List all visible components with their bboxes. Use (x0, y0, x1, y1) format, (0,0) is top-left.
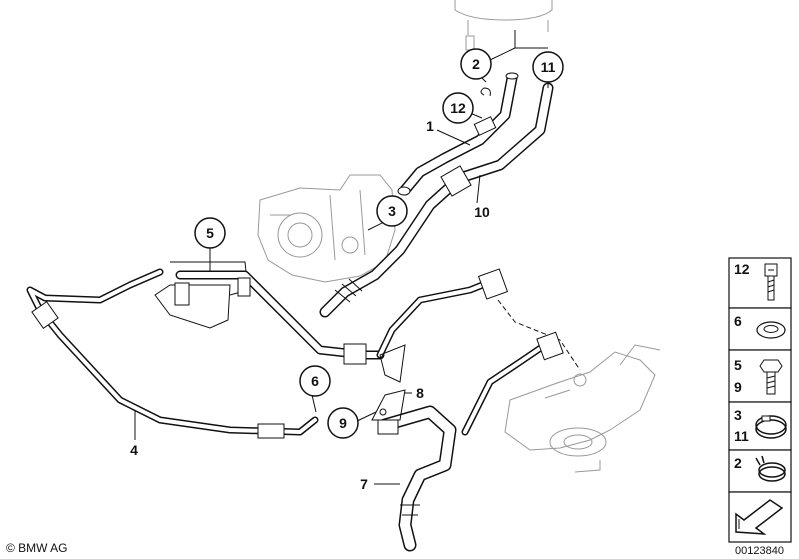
callout-12: 12 (442, 92, 474, 124)
callout-6-label: 6 (311, 373, 319, 389)
steering-gear (504, 344, 661, 473)
callout-8: 8 (416, 385, 424, 401)
callout-10: 10 (474, 204, 490, 220)
callout-7: 7 (360, 476, 368, 492)
hose-10 (319, 82, 554, 318)
callout-2: 2 (460, 48, 492, 80)
callout-10-label: 10 (474, 204, 490, 220)
callout-1: 1 (426, 118, 434, 134)
spring-clip-icon (755, 455, 786, 482)
callout-11-label: 11 (541, 59, 556, 75)
diagram-number: 00123840 (735, 545, 784, 557)
washer-icon (756, 321, 786, 339)
legend-row-5-9-label-a: 5 (734, 357, 742, 373)
copyright-text: © BMW AG (6, 541, 68, 555)
hose-1 (397, 72, 519, 196)
callout-9: 9 (327, 407, 359, 439)
legend-row-2-label: 2 (734, 455, 742, 471)
callout-6: 6 (299, 365, 331, 397)
callout-5: 5 (194, 217, 226, 249)
legend-row-6-label: 6 (734, 313, 742, 329)
callout-12-label: 12 (450, 100, 466, 116)
callout-2-label: 2 (472, 56, 480, 72)
callout-8-label: 8 (416, 385, 424, 401)
callout-4: 4 (130, 442, 138, 458)
callout-4-label: 4 (130, 442, 138, 458)
legend-row-3-11-label-b: 11 (734, 428, 749, 444)
callout-3: 3 (376, 195, 408, 227)
legend-row-12-label: 12 (734, 261, 750, 277)
legend-row-5-9-label-b: 9 (734, 379, 742, 395)
callout-1-label: 1 (426, 118, 434, 134)
callout-5-label: 5 (206, 225, 214, 241)
legend-row-3-11-label-a: 3 (734, 407, 742, 423)
legend-row-3-11 (728, 401, 792, 451)
bracket-8 (371, 389, 406, 421)
steering-pump (257, 174, 396, 283)
legend-row-5-9 (728, 349, 792, 403)
arrow-icon (735, 499, 784, 535)
footer: © BMW AG 00123840 (6, 541, 784, 557)
legend-row-12 (728, 257, 792, 309)
hose-7 (377, 331, 564, 552)
fluid-reservoir (454, 0, 553, 61)
callout-7-label: 7 (360, 476, 368, 492)
hose-clamp-icon (755, 415, 787, 439)
callout-11: 11 (532, 51, 564, 83)
pressure-line (376, 268, 581, 383)
hex-bolt-icon (759, 359, 783, 395)
parts-legend: 12 6 5 9 3 11 (728, 257, 792, 543)
callout-3-label: 3 (388, 203, 396, 219)
bracket-assembly (154, 261, 385, 365)
bolt-icon (764, 263, 778, 301)
callout-9-label: 9 (339, 415, 347, 431)
hose-4 (26, 268, 319, 439)
